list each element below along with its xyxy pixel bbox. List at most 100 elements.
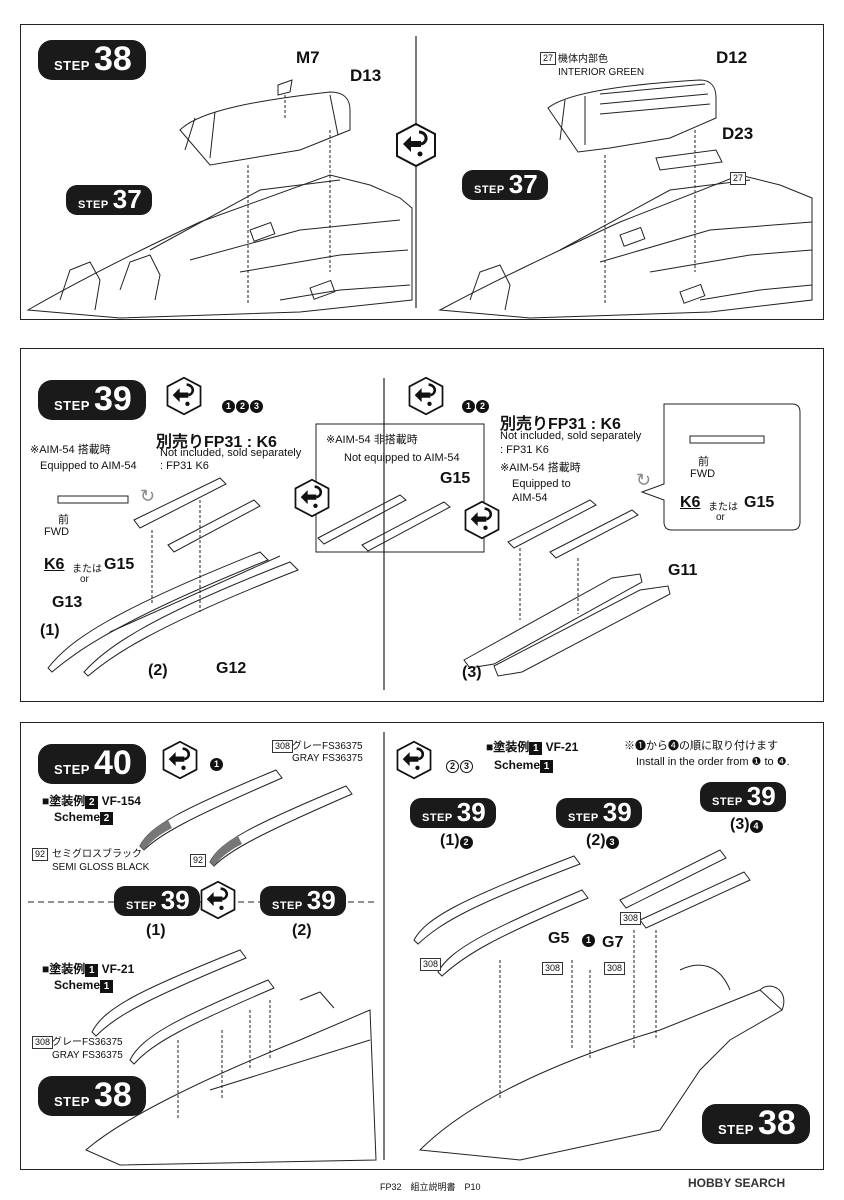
circle-num-1: 1	[582, 930, 596, 948]
option-hexagon-icon-left	[166, 376, 202, 416]
mataha-left: または	[72, 564, 102, 575]
part-label-d23: D23	[722, 124, 754, 143]
label-r1: (1)2	[440, 832, 474, 850]
part-label-d13: D13	[350, 66, 382, 85]
footer-brand: HOBBY SEARCH	[688, 1176, 786, 1190]
paint-chip-308-e: 308	[542, 962, 564, 975]
option-hexagon-icon-mid1	[294, 478, 330, 518]
not-included-en-right: Not included, sold separately	[500, 430, 642, 442]
rotate-icon-right: ↻	[636, 470, 652, 490]
paint-chip-27b: 27	[730, 172, 747, 185]
note-no-aim54-jp: ※AIM-54 非搭載時	[326, 434, 418, 446]
option-hexagon-icon-40b	[200, 880, 236, 920]
paint-gray-jp-a: グレーFS36375	[292, 741, 363, 752]
note-no-aim54-en: Not equipped to AIM-54	[344, 452, 460, 464]
paint-black-jp: セミグロスブラック	[52, 849, 142, 860]
paint-chip-92-b: 92	[190, 854, 207, 867]
label-r3: (3)4	[730, 816, 764, 834]
paint-jp-interior: 機体内部色	[558, 54, 608, 65]
label-2: (2)	[148, 662, 168, 679]
not-included-part: : FP31 K6	[160, 460, 209, 472]
paint-chip-308-a: 308	[272, 740, 294, 753]
label-1: (1)	[40, 622, 60, 639]
paint-chip-308-f: 308	[604, 962, 626, 975]
install-order-jp: ※❶から❹の順に取り付けます	[624, 740, 778, 752]
paint-gray-en-b: GRAY FS36375	[52, 1050, 123, 1061]
paint-gray-jp-b: グレーFS36375	[52, 1037, 123, 1048]
part-g5: G5	[548, 930, 570, 947]
note-aim54-jp: ※AIM-54 搭載時	[30, 444, 111, 456]
note-aim54-jp-right: ※AIM-54 搭載時	[500, 462, 581, 474]
label-40-1: (1)	[146, 922, 166, 939]
label-r2: (2)3	[586, 832, 620, 850]
sold-separately-title-right: 別売りFP31 : K6	[500, 416, 621, 433]
paint-chip-308-c: 308	[420, 958, 442, 971]
note-aim54-en: Equipped to AIM-54	[40, 460, 137, 472]
footer-text: FP32 組立説明書 P10	[380, 1182, 481, 1192]
paint-chip-92-a: 92	[32, 848, 49, 861]
step40-panel	[20, 722, 824, 1170]
not-included-en: Not included, sold separately	[160, 447, 302, 459]
option-hexagon-icon	[396, 122, 436, 168]
part-g11: G11	[668, 562, 698, 579]
paint-black-en: SEMI GLOSS BLACK	[52, 862, 150, 873]
note-aim54-en1-right: Equipped to	[512, 478, 571, 490]
paint-gray-en-a: GRAY FS36375	[292, 753, 363, 764]
fwd-arrow-jp: 前	[58, 514, 69, 526]
option-hexagon-icon-right	[408, 376, 444, 416]
part-g15-left: G15	[104, 556, 135, 573]
rotate-icon-left: ↻	[140, 486, 156, 506]
part-k6-right: K6	[680, 494, 701, 511]
paint-chip-27: 27	[540, 52, 557, 65]
fwd-arrow-jp-right: 前	[698, 456, 709, 468]
part-g15-mid: G15	[440, 470, 471, 487]
part-g13: G13	[52, 594, 83, 611]
fwd-arrow-en: FWD	[44, 526, 70, 538]
paint-en-interior: INTERIOR GREEN	[558, 67, 645, 78]
paint-chip-308-d: 308	[620, 912, 642, 925]
part-g12: G12	[216, 660, 247, 677]
option-numbers-40: 1	[210, 754, 224, 772]
mataha-right: または	[708, 502, 738, 513]
not-included-part-right: : FP31 K6	[500, 444, 549, 456]
paint-chip-308-b: 308	[32, 1036, 54, 1049]
part-k6-left: K6	[44, 556, 65, 573]
label-40-2: (2)	[292, 922, 312, 939]
step39-panel	[20, 348, 824, 702]
install-order-en: Install in the order from ❶ to ❹.	[636, 756, 790, 768]
part-g7: G7	[602, 934, 624, 951]
or-left: or	[80, 574, 89, 585]
part-g15-right: G15	[744, 494, 775, 511]
option-hexagon-icon-40r	[396, 740, 432, 780]
part-label-d12: D12	[716, 48, 748, 67]
step38-panel	[20, 24, 824, 320]
option-hexagon-icon-40	[162, 740, 198, 780]
label-3: (3)	[462, 664, 482, 681]
fwd-arrow-en-right: FWD	[690, 468, 716, 480]
part-label-m7: M7	[296, 48, 320, 67]
note-aim54-en2-right: AIM-54	[512, 492, 548, 504]
option-hexagon-icon-mid2	[464, 500, 500, 540]
